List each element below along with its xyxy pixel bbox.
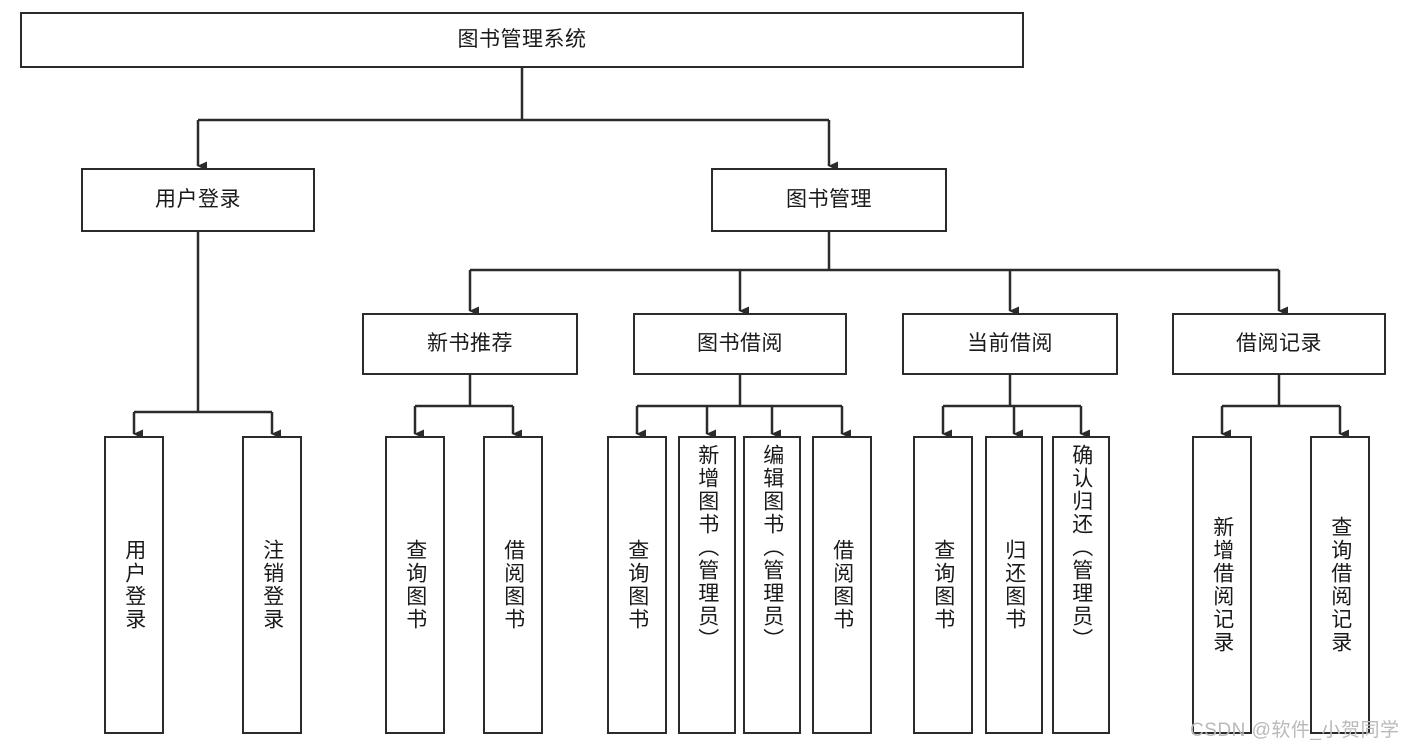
node-leaf-return-book[interactable]: 归还图书 xyxy=(985,436,1043,734)
node-label: 确认归还（管理员） xyxy=(1069,444,1093,651)
node-label: 借阅记录 xyxy=(1236,332,1322,356)
node-leaf-query-book-2[interactable]: 查询图书 xyxy=(607,436,667,734)
node-label: 查询借阅记录 xyxy=(1328,516,1352,654)
node-current-borrow[interactable]: 当前借阅 xyxy=(902,313,1118,375)
node-user-login[interactable]: 用户登录 xyxy=(81,168,315,232)
node-leaf-borrow-book-1[interactable]: 借阅图书 xyxy=(483,436,543,734)
node-new-book-rec[interactable]: 新书推荐 xyxy=(362,313,578,375)
node-leaf-borrow-book-2[interactable]: 借阅图书 xyxy=(812,436,872,734)
node-label: 编辑图书（管理员） xyxy=(760,444,784,651)
node-root[interactable]: 图书管理系统 xyxy=(20,12,1024,68)
node-label: 借阅图书 xyxy=(830,539,854,631)
node-label: 借阅图书 xyxy=(501,539,525,631)
node-label: 用户登录 xyxy=(122,539,146,631)
node-leaf-add-book[interactable]: 新增图书（管理员） xyxy=(678,436,736,734)
node-leaf-query-record[interactable]: 查询借阅记录 xyxy=(1310,436,1370,734)
node-label: 图书管理系统 xyxy=(457,28,587,52)
node-label: 图书管理 xyxy=(786,188,872,212)
node-leaf-confirm-return[interactable]: 确认归还（管理员） xyxy=(1052,436,1110,734)
node-label: 新增图书（管理员） xyxy=(695,444,719,651)
node-leaf-logout[interactable]: 注销登录 xyxy=(242,436,302,734)
watermark-label: CSDN @软件_小贺同学 xyxy=(1190,720,1400,741)
node-leaf-edit-book[interactable]: 编辑图书（管理员） xyxy=(743,436,801,734)
node-label: 归还图书 xyxy=(1002,539,1026,631)
node-leaf-user-login[interactable]: 用户登录 xyxy=(104,436,164,734)
node-label: 查询图书 xyxy=(931,539,955,631)
node-book-borrow[interactable]: 图书借阅 xyxy=(633,313,847,375)
node-label: 新增借阅记录 xyxy=(1210,516,1234,654)
node-leaf-query-book-1[interactable]: 查询图书 xyxy=(385,436,445,734)
node-leaf-add-record[interactable]: 新增借阅记录 xyxy=(1192,436,1252,734)
edge-layer xyxy=(132,68,1349,439)
node-label: 用户登录 xyxy=(155,188,241,212)
node-label: 当前借阅 xyxy=(967,332,1053,356)
node-label: 新书推荐 xyxy=(427,332,513,356)
node-borrow-record[interactable]: 借阅记录 xyxy=(1172,313,1386,375)
node-label: 图书借阅 xyxy=(697,332,783,356)
node-label: 查询图书 xyxy=(625,539,649,631)
node-label: 查询图书 xyxy=(403,539,427,631)
node-book-manage[interactable]: 图书管理 xyxy=(711,168,947,232)
node-label: 注销登录 xyxy=(260,539,284,631)
node-leaf-query-book-3[interactable]: 查询图书 xyxy=(913,436,973,734)
